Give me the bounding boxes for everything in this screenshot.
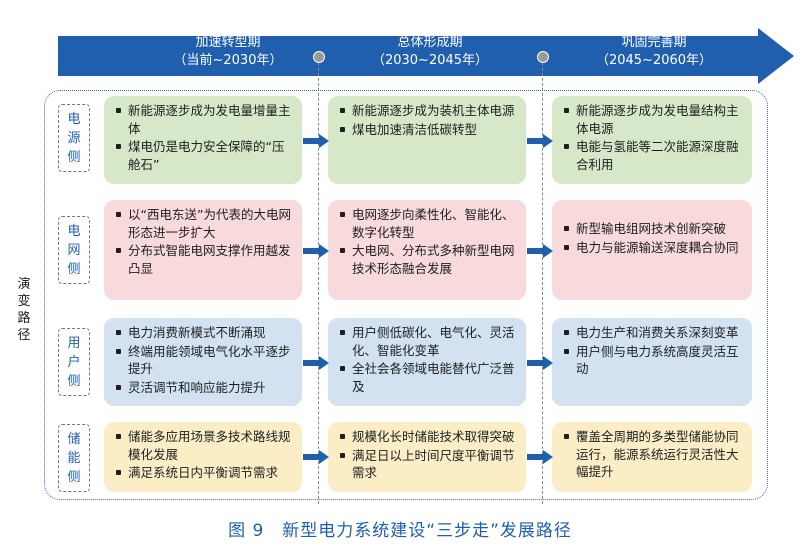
row-label-storage: 储 能 侧 [58, 424, 90, 492]
card-bullet: 新能源逐步成为装机主体电源 [340, 103, 515, 118]
arrow-right-icon [303, 244, 329, 258]
row-label-char: 能 [67, 450, 81, 466]
evolution-char-4: 径 [17, 328, 31, 343]
card-bullet: 全社会各领域电能替代广泛普及 [340, 361, 515, 394]
phase-1: 加速转型期 （当前~2030年） [118, 34, 338, 70]
card-bullet: 大电网、分布式多种新型电网技术形态融合发展 [340, 243, 515, 276]
figure-caption: 图 9 新型电力系统建设“三步走”发展路径 [228, 521, 572, 541]
row-label-char: 源 [67, 130, 81, 146]
card-storage-phase3: 覆盖全周期的多类型储能协同运行，能源系统运行灵活性大幅提升 [552, 422, 752, 492]
arrow-right-icon [303, 356, 329, 370]
timeline-banner: 加速转型期 （当前~2030年） 总体形成期 （2030~2045年） 巩固完善… [58, 28, 794, 84]
row-label-char: 侧 [67, 261, 81, 277]
card-grid-phase2: 电网逐步向柔性化、智能化、数字化转型 大电网、分布式多种新型电网技术形态融合发展 [328, 200, 526, 300]
card-bullet: 以“西电东送”为代表的大电网形态进一步扩大 [116, 207, 291, 240]
card-bullet: 规模化长时储能技术取得突破 [340, 429, 515, 444]
arrow-right-icon [527, 356, 553, 370]
card-source-phase3: 新能源逐步成为发电量结构主体电源 电能与氢能等二次能源深度融合利用 [552, 96, 752, 184]
row-label-char: 户 [67, 354, 81, 370]
card-bullet: 新型输电组网技术创新突破 [564, 220, 742, 238]
card-storage-phase2: 规模化长时储能技术取得突破 满足日以上时间尺度平衡调节需求 [328, 422, 526, 492]
card-source-phase1: 新能源逐步成为发电量增量主体 煤电仍是电力安全保障的“压舱石” [104, 96, 302, 184]
row-label-power-source: 电 源 侧 [58, 104, 90, 172]
timeline-arrow-shape [58, 28, 794, 84]
evolution-char-2: 变 [17, 294, 31, 309]
card-bullet: 电网逐步向柔性化、智能化、数字化转型 [340, 207, 515, 240]
row-label-user: 用 户 侧 [58, 328, 90, 396]
row-label-char: 侧 [67, 469, 81, 485]
arrow-right-icon [527, 244, 553, 258]
phase-2-period: （2030~2045年） [371, 53, 489, 68]
evolution-char-3: 路 [17, 311, 31, 326]
phase-divider-2 [542, 58, 543, 504]
card-bullet: 煤电加速清洁低碳转型 [340, 121, 516, 139]
row-label-char: 电 [67, 223, 81, 239]
phase-divider-1-dot [313, 51, 325, 63]
card-bullet: 满足日以上时间尺度平衡调节需求 [340, 447, 515, 480]
card-user-phase2: 用户侧低碳化、电气化、灵活化、智能化变革 全社会各领域电能替代广泛普及 [328, 318, 526, 406]
evolution-char-1: 演 [17, 277, 31, 292]
arrow-right-icon [303, 450, 329, 464]
phase-2-name: 总体形成期 [397, 35, 463, 50]
card-bullet: 煤电仍是电力安全保障的“压舱石” [116, 138, 292, 173]
card-user-phase3: 电力生产和消费关系深刻变革 用户侧与电力系统高度灵活互动 [552, 318, 752, 406]
card-grid-phase1: 以“西电东送”为代表的大电网形态进一步扩大 分布式智能电网支撑作用越发凸显 [104, 200, 302, 300]
card-bullet: 分布式智能电网支撑作用越发凸显 [116, 243, 291, 276]
phase-1-name: 加速转型期 [195, 35, 261, 50]
card-source-phase2: 新能源逐步成为装机主体电源 煤电加速清洁低碳转型 [328, 96, 526, 184]
card-bullet: 覆盖全周期的多类型储能协同运行，能源系统运行灵活性大幅提升 [564, 428, 742, 481]
phase-divider-1 [318, 58, 319, 504]
row-label-grid: 电 网 侧 [58, 216, 90, 284]
card-bullet: 用户侧与电力系统高度灵活互动 [564, 343, 742, 378]
phase-3-period: （2045~2060年） [595, 53, 713, 68]
row-label-char: 侧 [67, 149, 81, 165]
card-bullet: 电力生产和消费关系深刻变革 [564, 324, 742, 342]
arrow-right-icon [527, 134, 553, 148]
card-storage-phase1: 储能多应用场景多技术路线规模化发展 满足系统日内平衡调节需求 [104, 422, 302, 492]
card-bullet: 储能多应用场景多技术路线规模化发展 [116, 429, 291, 462]
card-bullet: 灵活调节和响应能力提升 [116, 379, 292, 397]
arrow-right-icon [527, 450, 553, 464]
row-label-char: 电 [67, 111, 81, 127]
card-bullet: 电能与氢能等二次能源深度融合利用 [564, 138, 742, 173]
card-bullet: 新能源逐步成为发电量增量主体 [116, 103, 291, 136]
card-grid-phase3: 新型输电组网技术创新突破 电力与能源输送深度耦合协同 [552, 200, 752, 300]
phase-1-period: （当前~2030年） [173, 53, 283, 68]
row-label-char: 网 [67, 242, 81, 258]
card-bullet: 满足系统日内平衡调节需求 [116, 464, 292, 482]
card-user-phase1: 电力消费新模式不断涌现 终端用能领域电气化水平逐步提升 灵活调节和响应能力提升 [104, 318, 302, 406]
card-bullet: 新能源逐步成为发电量结构主体电源 [564, 102, 742, 137]
row-label-char: 用 [67, 335, 81, 351]
row-label-char: 侧 [67, 373, 81, 389]
phase-3: 巩固完善期 （2045~2060年） [544, 34, 764, 70]
arrow-right-icon [303, 134, 329, 148]
evolution-frame [44, 90, 768, 500]
evolution-path-label: 演 变 路 径 [14, 276, 34, 344]
card-bullet: 用户侧低碳化、电气化、灵活化、智能化变革 [340, 325, 515, 358]
row-label-char: 储 [67, 431, 81, 447]
phase-2: 总体形成期 （2030~2045年） [320, 34, 540, 70]
card-bullet: 终端用能领域电气化水平逐步提升 [116, 343, 291, 376]
card-bullet: 电力消费新模式不断涌现 [116, 324, 292, 342]
card-bullet: 电力与能源输送深度耦合协同 [564, 239, 742, 257]
phase-divider-2-dot [537, 51, 549, 63]
phase-3-name: 巩固完善期 [621, 35, 687, 50]
